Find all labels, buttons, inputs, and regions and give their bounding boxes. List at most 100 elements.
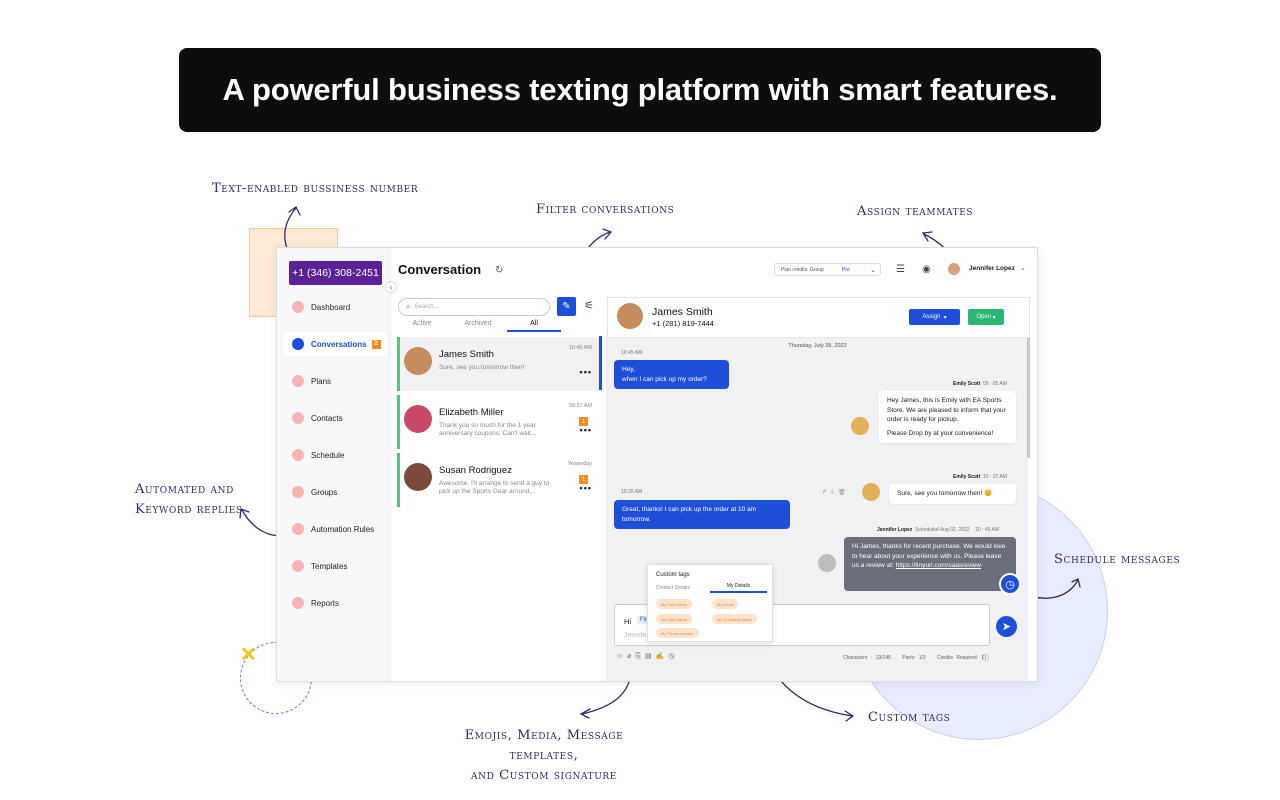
callout-assign: Assign teammates — [857, 204, 974, 219]
selected-indicator — [599, 336, 602, 390]
chat-contact-phone: +1 (281) 819-7444 — [652, 319, 714, 328]
list-icon[interactable]: ☰ — [896, 264, 905, 275]
conversation-list: James Smith Sure, see you tomorrow then!… — [391, 334, 607, 681]
scheduled-label: Scheduled Aug 02, 2022 — [915, 527, 970, 533]
sidebar-item-label: Dashboard — [311, 302, 351, 312]
sidebar: +1 (346) 308-2451 Dashboard Conversation… — [277, 248, 391, 681]
sidebar-item-groups[interactable]: Groups — [283, 480, 387, 504]
tag-chip[interactable]: My Email — [712, 599, 739, 609]
more-icon[interactable]: ••• — [579, 425, 592, 435]
date-separator: Thursday, July 28, 2022 — [788, 343, 847, 349]
more-icon[interactable]: ••• — [579, 367, 592, 377]
bookmark-icon[interactable]: ⎘ — [635, 653, 645, 660]
attachment-icon[interactable]: ⌀ — [627, 653, 636, 660]
sidebar-item-dashboard[interactable]: Dashboard — [283, 295, 387, 319]
plan-credits-select[interactable]: Plan credits: Group Pro ⌄ — [774, 263, 881, 276]
open-label: Open — [976, 314, 991, 320]
emoji-icon[interactable]: ☺ — [616, 653, 628, 660]
outgoing-message: Hey James, this is Emily with EA Sports … — [879, 391, 1016, 443]
user-name[interactable]: Jennifer Lopez — [969, 265, 1015, 272]
avatar — [404, 347, 432, 375]
more-icon[interactable]: ••• — [579, 483, 592, 493]
business-number-button[interactable]: +1 (346) 308-2451 — [289, 261, 382, 285]
incoming-message: Hey, when I can pick up my order? — [614, 360, 729, 389]
callout-automated-line2: Keyword replies — [135, 502, 243, 517]
headline-banner: A powerful business texting platform wit… — [179, 48, 1101, 132]
conversation-item[interactable]: Susan Rodriguez Awesome, I'll arrange to… — [397, 453, 600, 507]
message-preview: Awesome, I'll arrange to send a guy to p… — [439, 480, 550, 495]
tag-chip[interactable]: My Last Name — [656, 614, 692, 624]
message-time: 10 : 45 AM — [975, 527, 1000, 533]
tab-contact-details[interactable]: Contact Details — [656, 585, 690, 591]
chevron-down-icon: ⌄ — [870, 266, 876, 274]
message-preview: Sure, see you tomorrow then! — [439, 364, 525, 371]
clock-icon[interactable]: ◷ — [999, 573, 1021, 595]
unread-badge: 1 — [579, 475, 588, 484]
assign-button[interactable]: Assign ▾ — [909, 309, 960, 325]
tag-chip[interactable]: My First Name — [656, 599, 692, 609]
collapse-sidebar-icon[interactable]: ‹ — [385, 281, 397, 293]
message-line: when I can pick up my order? — [622, 375, 707, 383]
sidebar-item-plans[interactable]: Plans — [283, 369, 387, 393]
review-link[interactable]: https://tinyurl.com/saasreview — [895, 562, 981, 569]
message-meta: Jennifer Lopez Scheduled Aug 02, 2022 10… — [877, 527, 999, 533]
sidebar-item-label: Reports — [311, 598, 340, 608]
search-input[interactable]: ⌕Search... — [398, 298, 550, 316]
avatar — [818, 554, 836, 572]
tab-active[interactable]: Active — [412, 320, 432, 327]
tab-all[interactable]: All — [507, 320, 561, 332]
callout-schedule: Schedule messages — [1054, 552, 1181, 567]
send-button[interactable]: ➤ — [996, 616, 1017, 637]
composer-toolbar: ☺⌀⎘▤✍◷ — [616, 652, 678, 661]
sidebar-item-contacts[interactable]: Contacts — [283, 406, 387, 430]
message-line: Hey, — [622, 366, 635, 373]
callout-emojis: Emojis, Media, Message templates, and Cu… — [440, 726, 648, 786]
chat-scrollbar[interactable] — [1027, 338, 1030, 458]
schedule-icon[interactable]: ◷ — [668, 653, 679, 660]
sidebar-item-label: Schedule — [311, 450, 345, 460]
caret-down-icon: ▾ — [943, 314, 947, 321]
callout-emojis-line1: Emojis, Media, Message templates, — [464, 728, 624, 763]
headset-icon[interactable]: ◉ — [922, 264, 931, 275]
filter-icon[interactable]: ⚟ — [584, 300, 594, 312]
chevron-down-icon[interactable]: ⌄ — [1020, 265, 1026, 272]
message-time: 10 : 27 AM — [983, 474, 1007, 480]
refresh-icon[interactable]: ↻ — [495, 265, 504, 276]
message-meta: Emily Scott 10 : 27 AM — [953, 474, 1007, 480]
message-actions[interactable]: ↱⇩🗑 — [822, 490, 849, 496]
message-text: Hi James, thanks for recent purchase. We… — [852, 543, 1006, 569]
signature-icon[interactable]: ✍ — [655, 653, 669, 660]
tag-chip[interactable]: My Phone number — [656, 628, 699, 638]
automation-icon — [292, 523, 304, 535]
sender-name: Jennifer Lopez — [877, 527, 913, 533]
parts-count: Parts: 1/3 — [902, 655, 926, 661]
reports-icon — [292, 597, 304, 609]
info-icon[interactable]: ⓘ — [982, 655, 989, 662]
sidebar-item-reports[interactable]: Reports — [283, 591, 387, 615]
callout-business-number: Text-enabled bussiness number — [212, 181, 419, 196]
plan-credits-value: Pro — [841, 266, 850, 273]
template-icon[interactable]: ▤ — [644, 653, 656, 660]
tag-chip[interactable]: My Company name — [712, 614, 757, 624]
tab-my-details[interactable]: My Details — [710, 583, 767, 593]
compose-button[interactable]: ✎ — [557, 297, 576, 316]
sender-name: Emily Scott — [953, 474, 981, 480]
contact-name: Susan Rodriguez — [439, 465, 512, 476]
contact-name: Elizabeth Miller — [439, 407, 504, 418]
conversation-item[interactable]: James Smith Sure, see you tomorrow then!… — [397, 337, 600, 391]
status-open-button[interactable]: Open ▾ — [968, 309, 1004, 325]
sidebar-item-templates[interactable]: Templates — [283, 554, 387, 578]
avatar[interactable] — [948, 263, 960, 275]
search-icon: ⌕ — [406, 302, 411, 311]
plan-credits-label: Plan credits: Group — [781, 266, 824, 273]
assign-label: Assign — [922, 314, 941, 320]
sidebar-item-label: Automation Rules — [311, 524, 375, 534]
sidebar-item-automation-rules[interactable]: Automation Rules — [283, 517, 387, 541]
schedule-icon — [292, 449, 304, 461]
credits-count: Credits Required: 1 — [937, 655, 985, 661]
tab-archived[interactable]: Archived — [464, 320, 492, 327]
sidebar-item-label: Templates — [311, 561, 348, 571]
sidebar-item-schedule[interactable]: Schedule — [283, 443, 387, 467]
conversation-item[interactable]: Elizabeth Miller Thank you so much for t… — [397, 395, 600, 449]
